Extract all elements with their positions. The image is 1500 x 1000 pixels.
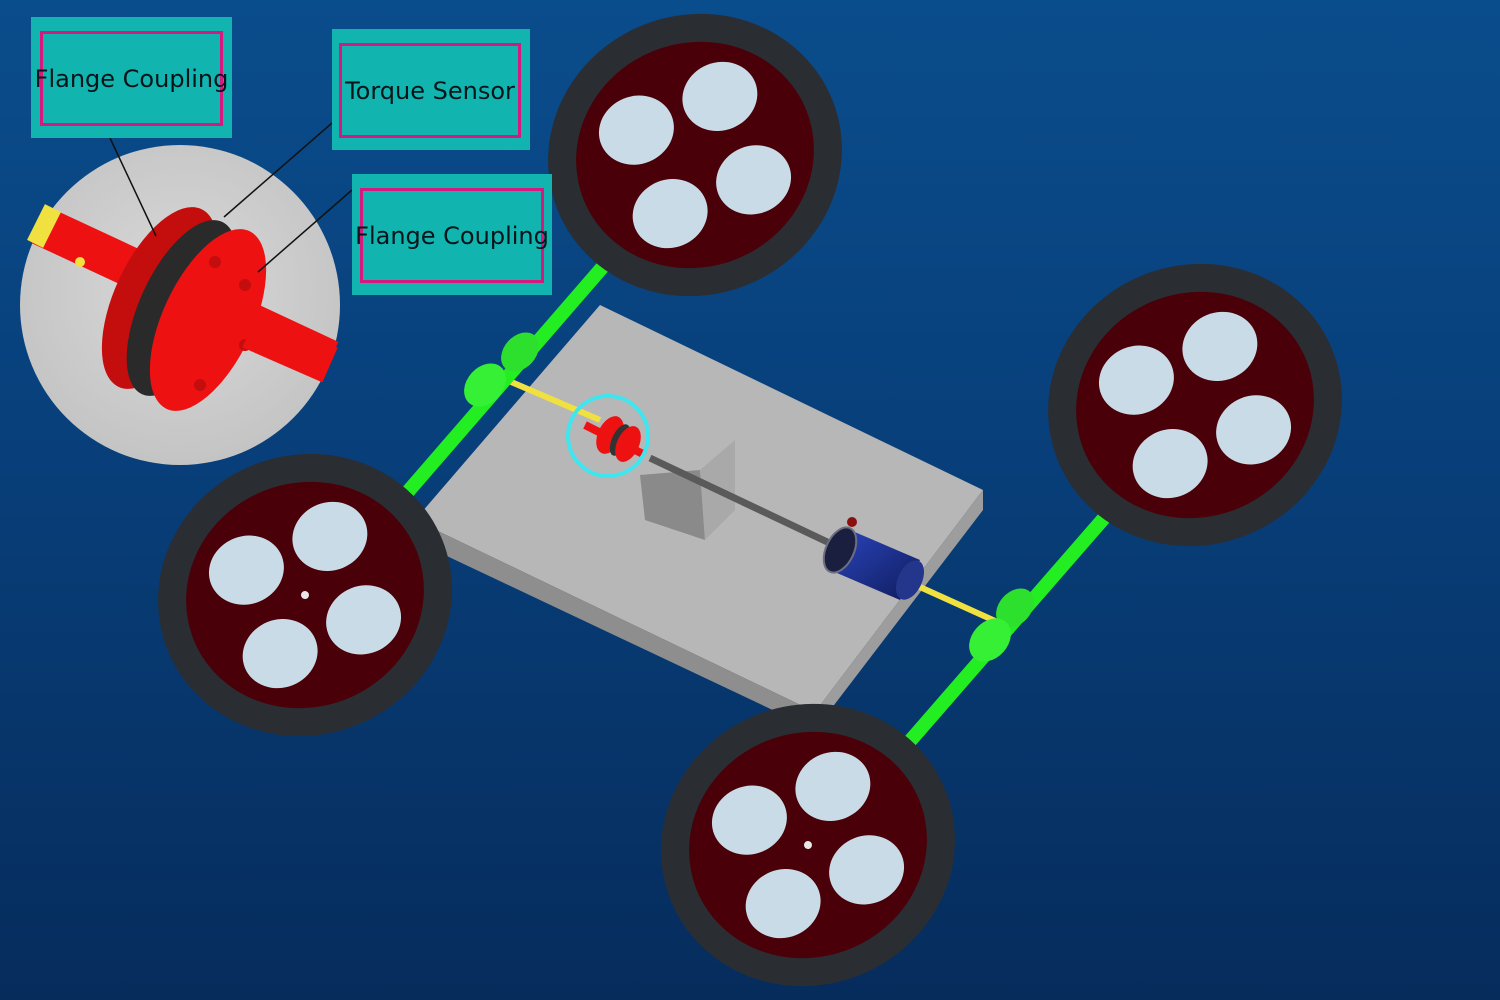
wheel-icon-bottom-left [158,453,452,737]
front-yellow-shaft [493,372,602,423]
flange-coupling-icon [583,416,647,462]
coupling-highlight-circle [566,394,650,478]
shaft-bracket [640,440,735,540]
label-flange-coupling-left-text: Flange Coupling [35,31,228,126]
label-flange-coupling-right: Flange Coupling [352,174,552,295]
label-flange-coupling-right-text: Flange Coupling [355,188,549,283]
wheel-icon-right [1048,263,1342,547]
wheel-icon-bottom-right [661,703,955,987]
motor-icon [822,517,925,600]
drive-shaft [648,454,842,552]
leader-line-flange-left [109,137,157,237]
leader-line-torque-sensor [223,122,333,218]
leader-line-flange-right [257,189,353,273]
label-torque-sensor-text: Torque Sensor [339,43,521,138]
wheel-icon-top-left [548,13,842,297]
label-torque-sensor: Torque Sensor [332,29,530,150]
label-flange-coupling-left: Flange Coupling [31,17,232,138]
coupling-zoom-detail [20,145,340,465]
